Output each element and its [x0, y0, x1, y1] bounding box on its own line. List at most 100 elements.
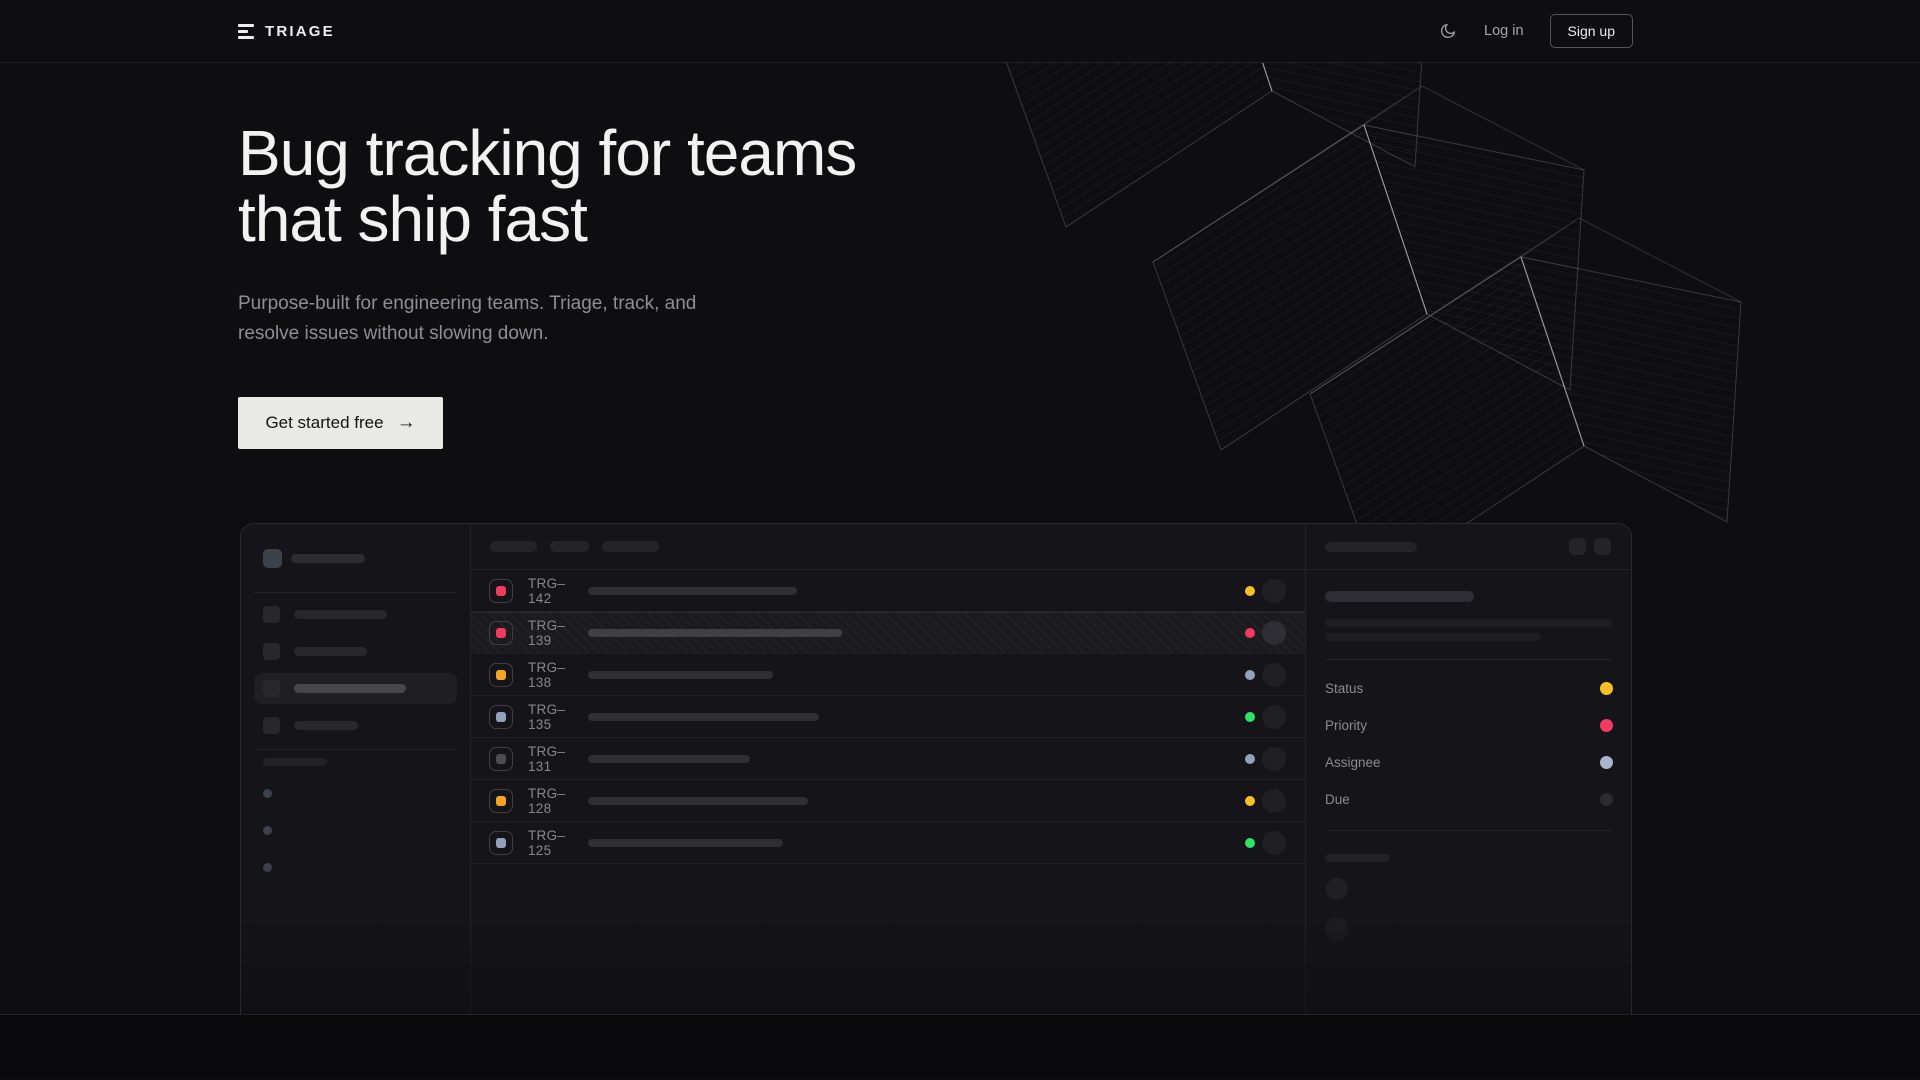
avatar	[1262, 746, 1286, 771]
mockup-detail-panel: Status Priority Assignee Due	[1306, 524, 1631, 1014]
issue-type-icon	[489, 620, 513, 645]
sidebar-item-skeleton	[254, 599, 457, 630]
issue-row: TRG–138	[471, 654, 1305, 696]
issue-row: TRG–125	[471, 822, 1305, 864]
avatar	[1262, 830, 1286, 855]
theme-toggle-button[interactable]	[1438, 21, 1458, 41]
login-link[interactable]: Log in	[1484, 23, 1524, 39]
issue-title-skeleton	[588, 838, 783, 847]
issue-title-skeleton	[588, 670, 773, 679]
field-value-dot	[1600, 682, 1613, 695]
issue-title-skeleton	[588, 586, 797, 595]
mockup-issue-list: TRG–142 TRG–139 TRG–138	[471, 524, 1306, 1014]
hero-title-line2: that ship fast	[238, 183, 588, 255]
panel-header	[1306, 524, 1631, 570]
footer	[0, 1015, 1920, 1079]
description-line-skeleton	[1325, 633, 1541, 641]
issue-type-icon	[489, 662, 513, 687]
avatar	[1262, 788, 1286, 813]
avatar	[1262, 662, 1286, 687]
issue-row: TRG–135	[471, 696, 1305, 738]
issue-title-skeleton	[1325, 591, 1474, 602]
status-dot	[1245, 837, 1255, 848]
list-header	[471, 524, 1305, 570]
brand-name: TRIAGE	[265, 22, 335, 40]
divider	[1325, 659, 1612, 660]
issue-id: TRG–128	[528, 785, 566, 816]
issue-type-icon	[489, 704, 513, 729]
issue-title-skeleton	[588, 796, 808, 805]
field-label: Status	[1325, 681, 1364, 696]
issue-row-selected: TRG–139	[471, 612, 1305, 654]
comment-avatar-skeleton	[1325, 917, 1348, 940]
divider	[253, 592, 458, 593]
get-started-button[interactable]: Get started free →	[238, 397, 443, 449]
signup-button[interactable]: Sign up	[1549, 14, 1633, 48]
issue-row: TRG–131	[471, 738, 1305, 780]
filter-tab-skeleton	[602, 541, 659, 552]
panel-action-icon	[1594, 538, 1611, 555]
issue-row: TRG–128	[471, 780, 1305, 822]
divider	[1325, 830, 1612, 831]
status-dot	[1245, 795, 1255, 806]
issue-type-icon	[489, 830, 513, 855]
issue-row: TRG–142	[471, 570, 1305, 612]
nav-actions: Log in Sign up	[1438, 14, 1633, 48]
workspace-name-skeleton	[291, 554, 365, 563]
moon-icon	[1441, 23, 1456, 38]
project-dot	[263, 789, 272, 798]
field-value-dot	[1600, 756, 1613, 769]
project-dot	[263, 863, 272, 872]
hero-section: Bug tracking for teams that ship fast Pu…	[0, 63, 1920, 1015]
field-label: Assignee	[1325, 755, 1381, 770]
filter-tab-skeleton	[550, 541, 589, 552]
workspace-avatar-skeleton	[263, 549, 282, 568]
brand-logo[interactable]: TRIAGE	[238, 23, 335, 40]
avatar	[1262, 704, 1286, 729]
issue-title-skeleton	[588, 754, 750, 763]
section-label-skeleton	[263, 758, 327, 766]
field-value-dot	[1600, 793, 1613, 806]
avatar	[1262, 620, 1286, 645]
comment-avatar-skeleton	[1326, 878, 1348, 900]
issue-type-icon	[489, 788, 513, 813]
field-label: Priority	[1325, 718, 1368, 733]
field-row: Status	[1306, 670, 1631, 707]
issue-id: TRG–142	[528, 575, 566, 606]
mockup-sidebar	[241, 524, 471, 1014]
issue-id: TRG–139	[528, 617, 566, 648]
panel-title-skeleton	[1325, 541, 1417, 552]
avatar	[1262, 578, 1286, 603]
wireframe-sheets-decoration	[997, 63, 1742, 583]
hero-title-line1: Bug tracking for teams	[238, 117, 857, 189]
filter-tab-skeleton	[490, 541, 537, 552]
field-list: Status Priority Assignee Due	[1306, 670, 1631, 818]
status-dot	[1245, 669, 1255, 680]
project-dot	[263, 826, 272, 835]
field-row: Due	[1306, 781, 1631, 818]
triage-bars-icon	[238, 23, 254, 39]
sidebar-item-skeleton	[254, 636, 457, 667]
status-dot	[1245, 585, 1255, 596]
status-dot	[1245, 711, 1255, 722]
issue-id: TRG–135	[528, 701, 566, 732]
issue-id: TRG–131	[528, 743, 566, 774]
issue-type-icon	[489, 746, 513, 771]
description-line-skeleton	[1325, 619, 1612, 627]
field-row: Assignee	[1306, 744, 1631, 781]
issue-title-skeleton	[588, 712, 819, 721]
arrow-right-icon: →	[396, 412, 416, 433]
issue-id: TRG–125	[528, 827, 566, 858]
field-row: Priority	[1306, 707, 1631, 744]
app-mockup: TRG–142 TRG–139 TRG–138	[240, 523, 1632, 1014]
top-nav: TRIAGE Log in Sign up	[0, 0, 1920, 63]
issue-id: TRG–138	[528, 659, 566, 690]
sidebar-item-skeleton	[254, 710, 457, 741]
hero-subtitle: Purpose-built for engineering teams. Tri…	[238, 293, 697, 344]
section-label-skeleton	[1325, 854, 1390, 862]
divider	[253, 749, 458, 750]
issue-title-skeleton	[588, 628, 842, 637]
hero-title: Bug tracking for teams that ship fast	[238, 117, 857, 255]
sidebar-item-skeleton-active	[254, 673, 457, 704]
